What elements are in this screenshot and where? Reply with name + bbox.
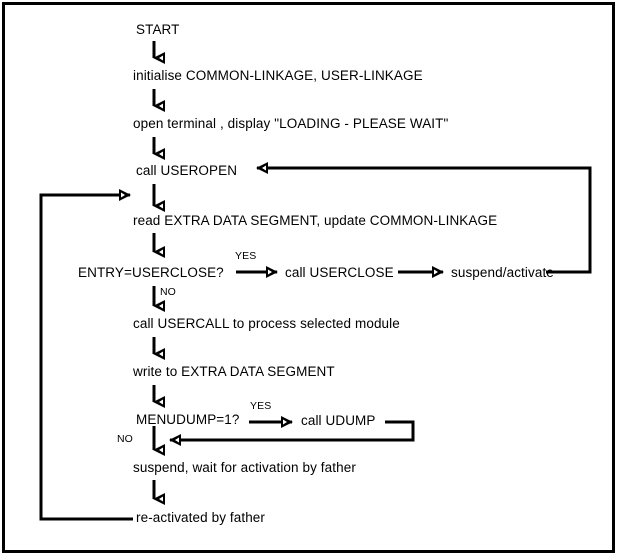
node-call-usercall: call USERCALL to process selected module xyxy=(133,316,400,331)
node-read-extra-data-segment: read EXTRA DATA SEGMENT, update COMMON-L… xyxy=(133,213,498,228)
node-suspend-activate: suspend/activate xyxy=(451,265,554,280)
node-write-extra-data-segment: write to EXTRA DATA SEGMENT xyxy=(133,364,335,379)
diagram-border xyxy=(2,2,615,553)
node-start: START xyxy=(136,22,180,37)
node-suspend-wait-for-father: suspend, wait for activation by father xyxy=(133,460,356,475)
node-call-useropen: call USEROPEN xyxy=(136,163,238,178)
node-entry-usercose-decision: ENTRY=USERCLOSE? xyxy=(78,265,224,280)
edge-label-entry-no: NO xyxy=(160,286,176,298)
node-menudump-decision: MENUDUMP=1? xyxy=(136,412,240,427)
node-reactivated-by-father: re-activated by father xyxy=(136,510,266,525)
edge-label-entry-yes: YES xyxy=(235,250,257,262)
node-call-udump: call UDUMP xyxy=(301,413,376,428)
node-initialise: initialise COMMON-LINKAGE, USER-LINKAGE xyxy=(133,68,423,83)
node-open-terminal: open terminal , display "LOADING - PLEAS… xyxy=(133,116,449,131)
node-call-userclose: call USERCLOSE xyxy=(285,265,394,280)
edge-label-menudump-yes: YES xyxy=(250,400,272,412)
edge-label-menudump-no: NO xyxy=(117,433,133,445)
